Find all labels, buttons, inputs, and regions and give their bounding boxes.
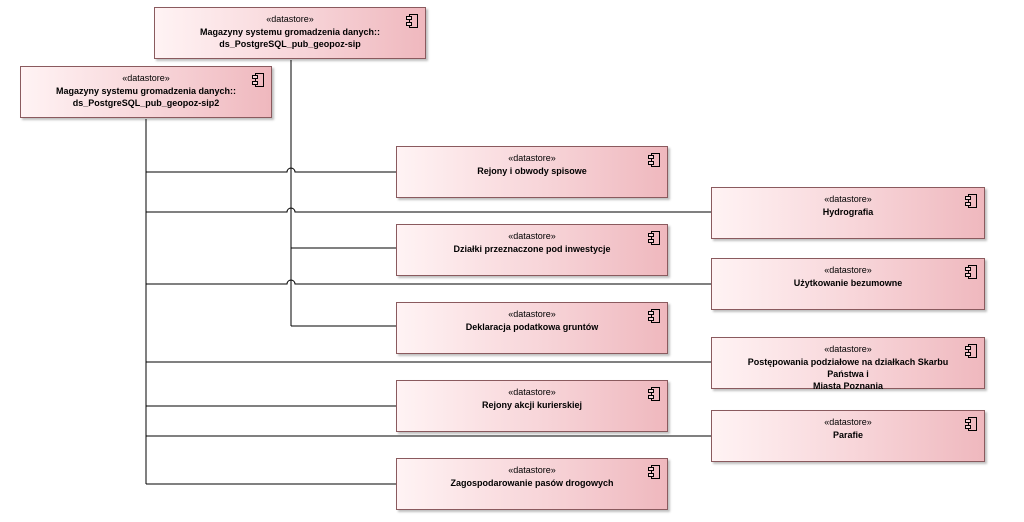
datastore-node-parafie[interactable]: «datastore» Parafie (711, 410, 985, 462)
stereotype-label: «datastore» (266, 14, 314, 24)
stereotype-label: «datastore» (508, 231, 556, 241)
component-icon (965, 417, 977, 431)
datastore-name: Hydrografia (822, 207, 874, 217)
stereotype-label: «datastore» (824, 417, 872, 427)
datastore-node-rejony[interactable]: «datastore» Rejony i obwody spisowe (396, 146, 668, 198)
component-icon (406, 14, 418, 28)
component-icon (252, 73, 264, 87)
stereotype-label: «datastore» (824, 344, 872, 354)
connector-line (146, 207, 711, 213)
datastore-node-dzialki[interactable]: «datastore» Działki przeznaczone pod inwe… (396, 224, 668, 276)
datastore-name: Rejony i obwody spisowe (477, 166, 587, 176)
datastore-node-sip2[interactable]: «datastore» Magazyny systemu gromadzenia … (20, 66, 272, 118)
stereotype-label: «datastore» (824, 265, 872, 275)
datastore-name: Użytkowanie bezumowne (793, 278, 903, 288)
component-icon (965, 265, 977, 279)
datastore-name: Postępowania podziałowe na działkach Ska… (747, 357, 949, 391)
datastore-name: Magazyny systemu gromadzenia danych::ds_… (55, 86, 237, 108)
stereotype-label: «datastore» (508, 153, 556, 163)
datastore-node-postep[interactable]: «datastore» Postępowania podziałowe na dz… (711, 337, 985, 391)
stereotype-label: «datastore» (122, 73, 170, 83)
datastore-node-uzytk[interactable]: «datastore» Użytkowanie bezumowne (711, 258, 985, 310)
stereotype-label: «datastore» (508, 465, 556, 475)
datastore-name: Magazyny systemu gromadzenia danych::ds_… (199, 27, 381, 49)
component-icon (648, 153, 660, 167)
component-icon (965, 344, 977, 358)
connector-line (146, 279, 711, 285)
component-icon (648, 231, 660, 245)
stereotype-label: «datastore» (508, 309, 556, 319)
datastore-name: Deklaracja podatkowa gruntów (465, 322, 599, 332)
datastore-node-sip[interactable]: «datastore» Magazyny systemu gromadzenia … (154, 7, 426, 59)
connector-line (146, 167, 396, 173)
component-icon (965, 194, 977, 208)
datastore-node-kurier[interactable]: «datastore» Rejony akcji kurierskiej (396, 380, 668, 432)
datastore-name: Zagospodarowanie pasów drogowych (450, 478, 614, 488)
datastore-node-hydro[interactable]: «datastore» Hydrografia (711, 187, 985, 239)
datastore-name: Parafie (832, 430, 864, 440)
datastore-name: Działki przeznaczone pod inwestycje (453, 244, 611, 254)
datastore-name: Rejony akcji kurierskiej (481, 400, 583, 410)
datastore-node-deklar[interactable]: «datastore» Deklaracja podatkowa gruntów (396, 302, 668, 354)
stereotype-label: «datastore» (824, 194, 872, 204)
stereotype-label: «datastore» (508, 387, 556, 397)
component-icon (648, 465, 660, 479)
component-icon (648, 309, 660, 323)
datastore-node-zagosp[interactable]: «datastore» Zagospodarowanie pasów drogow… (396, 458, 668, 510)
component-icon (648, 387, 660, 401)
